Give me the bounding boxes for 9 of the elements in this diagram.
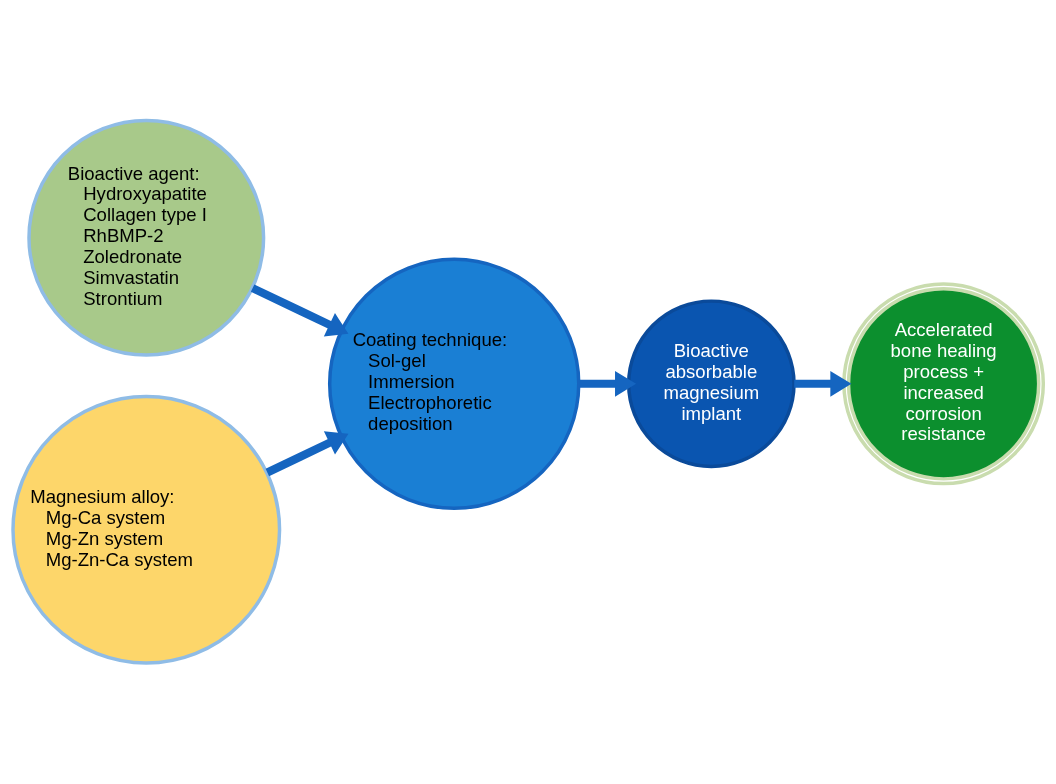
- arrow: [250, 284, 349, 337]
- node-circle: Coating technique: Sol-gel Immersion Electrophoretic deposition: [327, 257, 581, 511]
- arrow: [579, 370, 637, 397]
- arrow: [794, 370, 852, 397]
- arrow: [265, 431, 349, 477]
- node-circle: Bioactive absorbable magnesium implant: [626, 299, 796, 469]
- node-circle: Bioactive agent: Hydroxyapatite Collagen type I RhBMP-2 Zoledronate Simvastatin Strontium: [27, 118, 266, 357]
- node-circle: Accelerated bone healing process + increased corrosion resistance: [842, 282, 1046, 486]
- node-circle: Magnesium alloy: Mg-Ca system Mg-Zn system Mg-Zn-Ca system: [11, 394, 282, 665]
